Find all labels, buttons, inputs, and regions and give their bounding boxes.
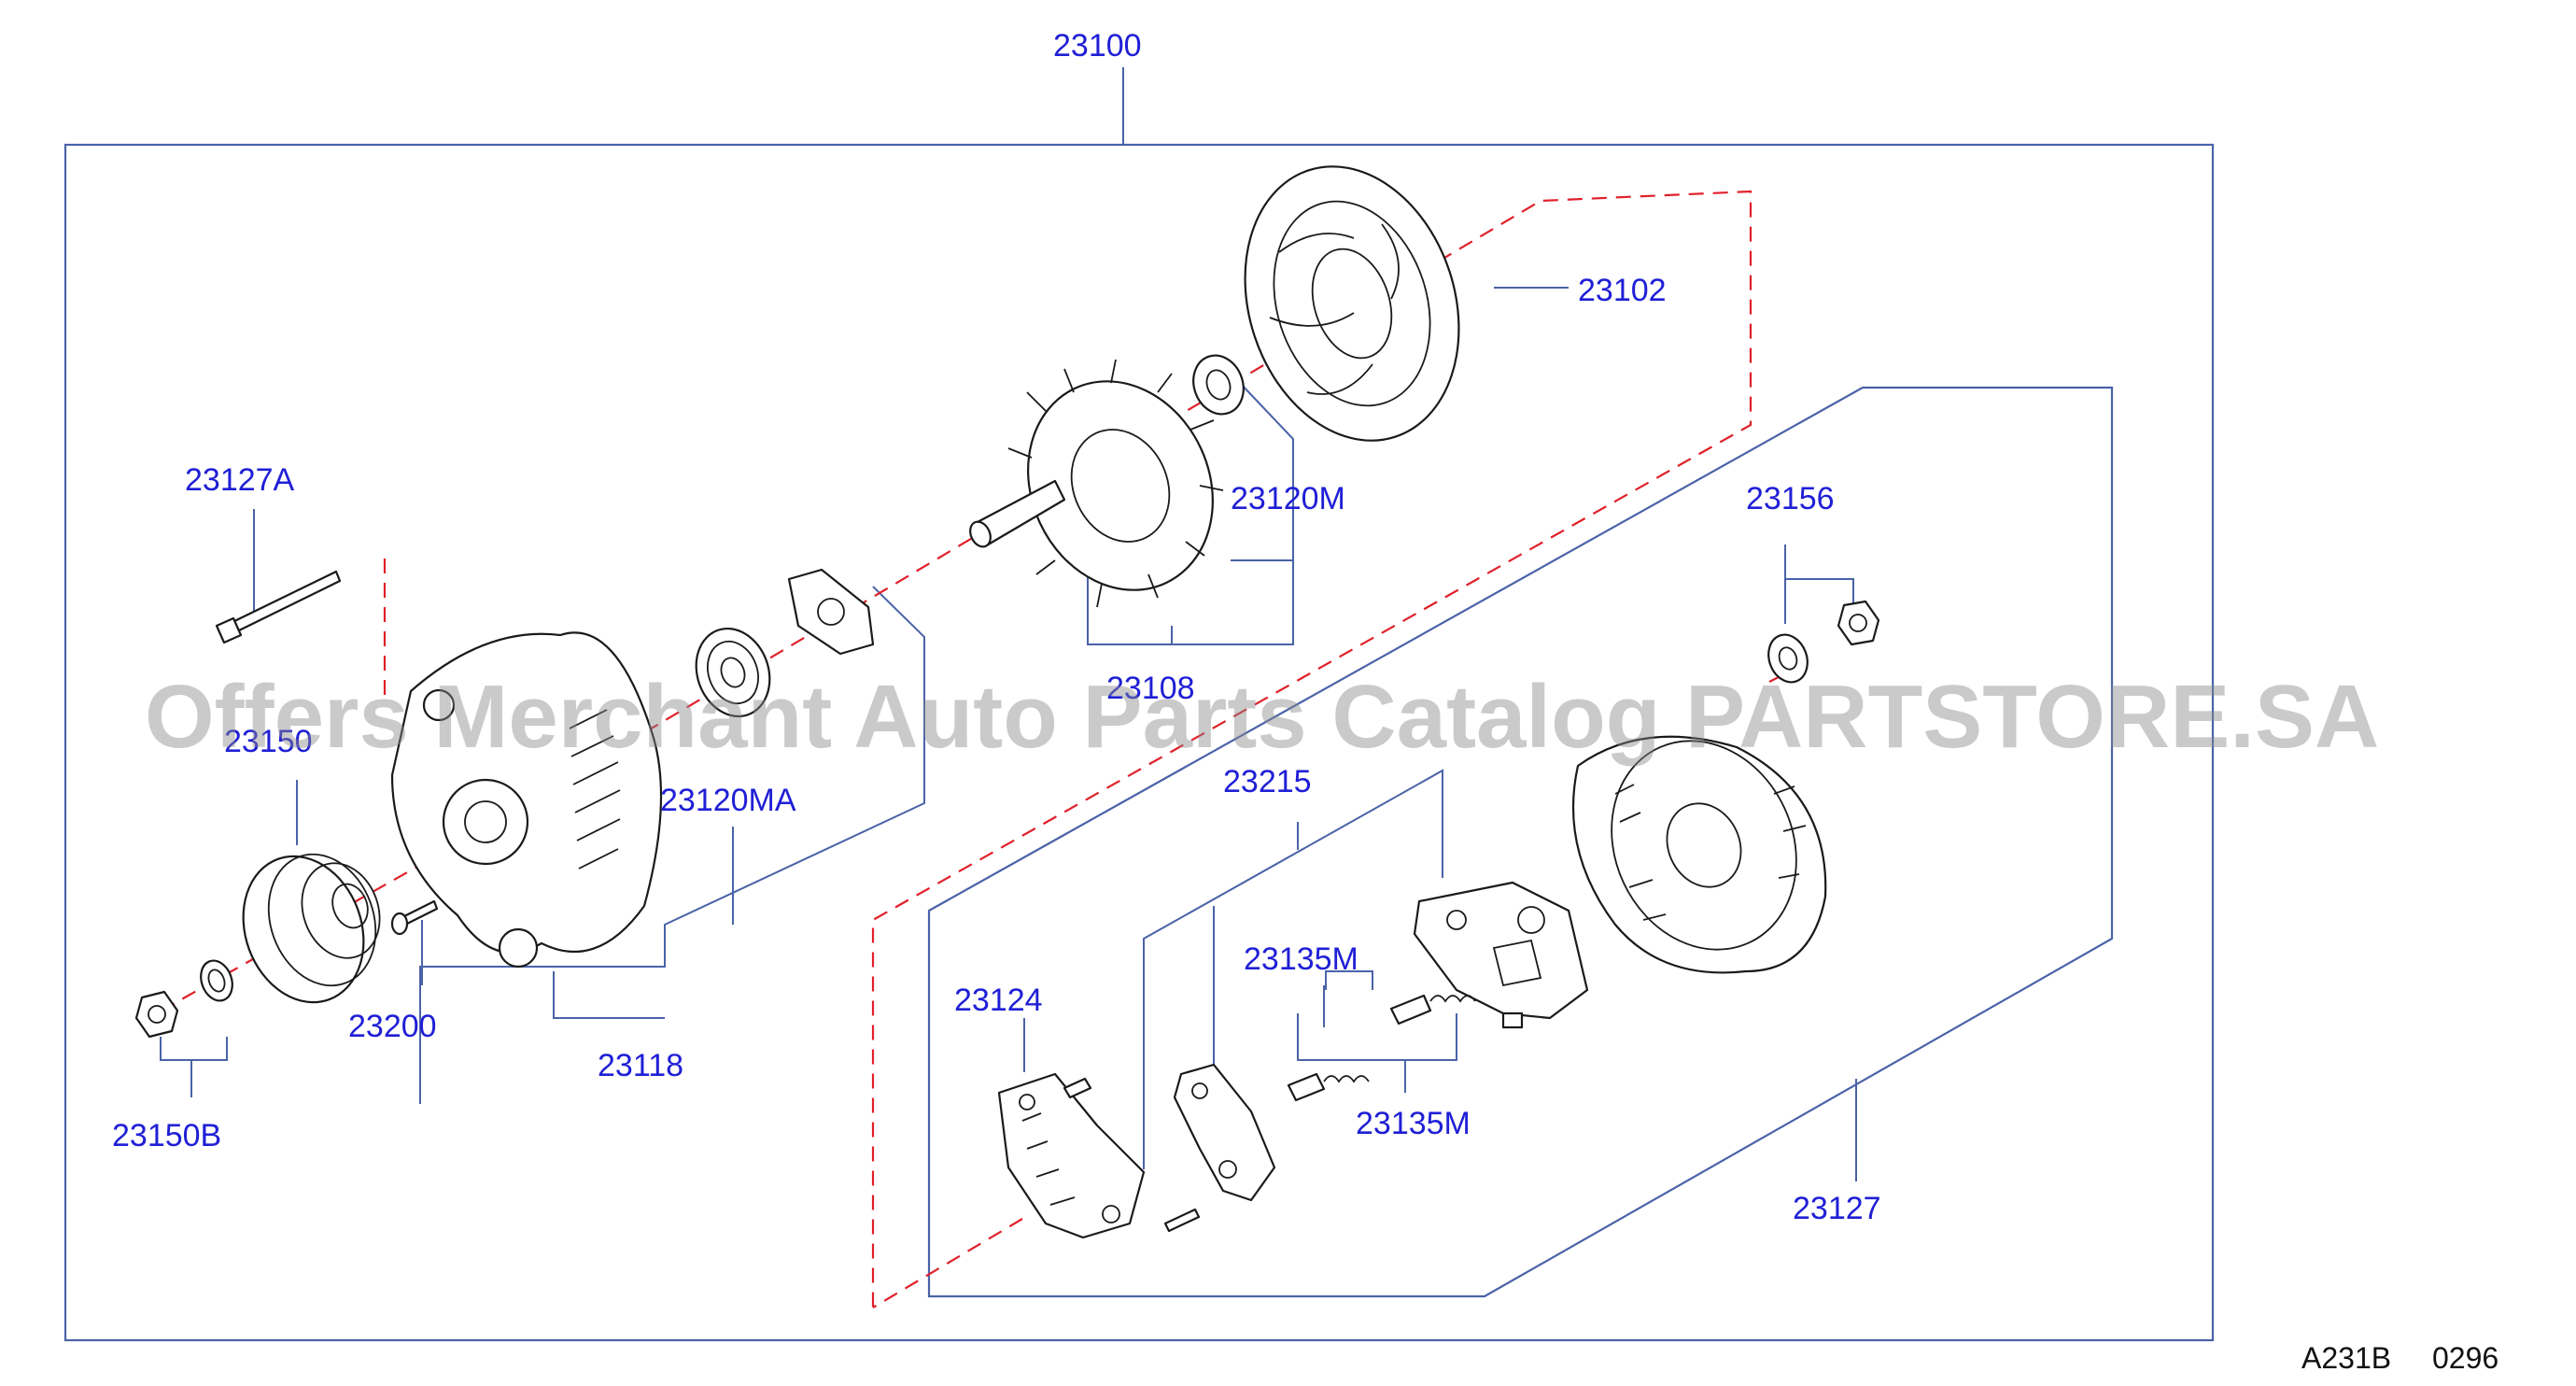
label-rear-housing: 23102 — [1578, 273, 1667, 308]
insulator-plate-part — [1173, 1063, 1276, 1202]
label-brush-b: 23135M — [1356, 1106, 1471, 1141]
rotor-part — [969, 359, 1224, 608]
label-terminal-nut: 23156 — [1746, 481, 1835, 516]
label-front-bearing: 23120MA — [660, 783, 796, 818]
nut-part — [134, 990, 179, 1039]
pulley-part — [242, 853, 381, 1004]
brush-part-a — [1287, 1072, 1370, 1102]
screw-part — [390, 899, 439, 936]
label-cover: 23127 — [1793, 1191, 1881, 1226]
terminal-nut-part — [1767, 600, 1880, 684]
washer-part — [200, 959, 233, 1002]
leader-lines — [160, 67, 1857, 1181]
assembly-frame — [63, 143, 2215, 1342]
label-regulator: 23215 — [1223, 764, 1312, 799]
front-housing-part — [390, 631, 663, 969]
brush-part-b — [1389, 994, 1476, 1025]
label-nut-washer: 23150B — [112, 1118, 221, 1153]
through-bolt-part — [215, 570, 342, 644]
rear-bearing-part — [1192, 354, 1245, 416]
rear-housing-part — [1244, 165, 1460, 442]
label-pulley: 23150 — [224, 724, 313, 759]
label-through-bolt: 23127A — [185, 462, 295, 498]
label-brush-a: 23135M — [1244, 941, 1358, 977]
label-screw: 23200 — [348, 1009, 437, 1044]
rectifier-part — [997, 1072, 1201, 1239]
front-bearing-part — [695, 627, 771, 718]
part-labels: 23100 23102 23120M 23108 23127A 23150 23… — [112, 28, 1881, 1226]
diagram-page-number: 0296 — [2432, 1341, 2499, 1375]
label-assembly: 23100 — [1053, 28, 1142, 64]
watermark: Offers Merchant Auto Parts Catalog PARTS… — [145, 667, 2379, 767]
rear-cover-part — [1572, 735, 1827, 974]
label-rear-bearing: 23120M — [1231, 481, 1345, 516]
diagram-code: A231B — [2302, 1341, 2391, 1375]
label-front-housing: 23118 — [598, 1048, 683, 1083]
cover-subassembly-frame — [927, 386, 2114, 1298]
gasket-plate-part — [787, 568, 875, 656]
label-rectifier: 23124 — [954, 983, 1043, 1018]
regulator-part — [1413, 881, 1589, 1029]
label-rotor: 23108 — [1106, 671, 1195, 706]
